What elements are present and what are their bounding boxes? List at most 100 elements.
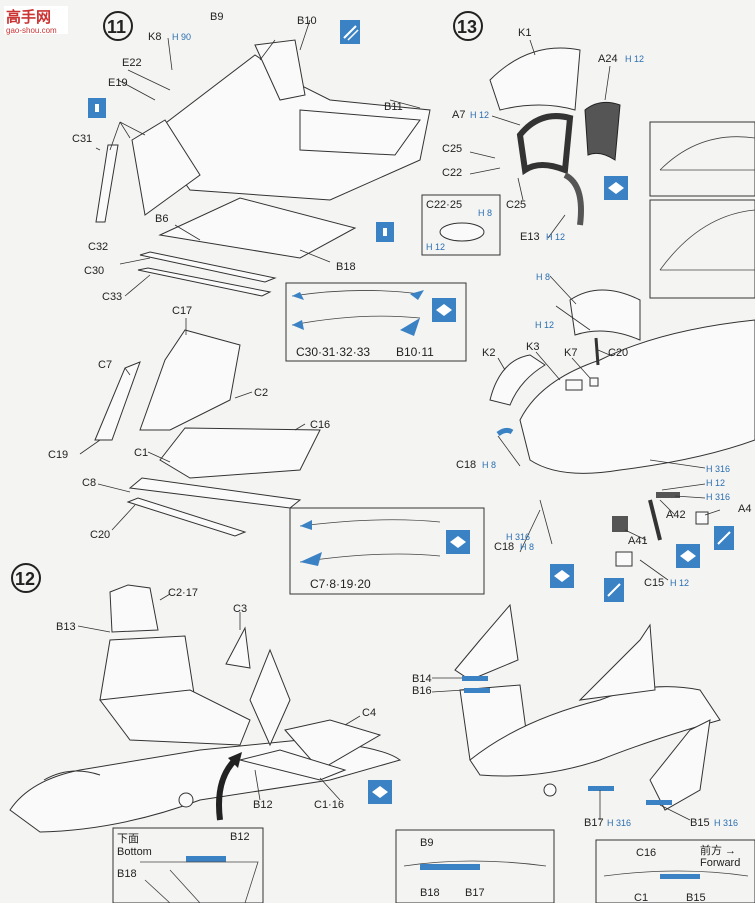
canopy-k1-part xyxy=(489,47,581,111)
swap-arrow-icon xyxy=(446,530,470,554)
caption-b10-11: B10·11 xyxy=(396,345,434,359)
hcode-h8: H 8 xyxy=(536,272,550,282)
hcode-h12: H 12 xyxy=(546,232,565,242)
part-rod xyxy=(594,337,600,366)
glue-icon xyxy=(604,578,624,602)
fin-rear-part xyxy=(249,648,291,747)
label-c22: C22 xyxy=(442,167,462,179)
fuselage-right-part xyxy=(469,686,721,777)
part-b15-blue xyxy=(646,800,672,805)
label-b6: B6 xyxy=(155,213,168,225)
part-a4 xyxy=(695,511,709,525)
part-c3 xyxy=(225,626,251,669)
label-b17: B17 xyxy=(465,887,485,899)
label-c31: C31 xyxy=(72,133,92,145)
canopy-c20-part xyxy=(569,289,641,341)
insert-arrow-icon xyxy=(216,757,238,821)
part-e13 xyxy=(563,172,584,226)
fuselage-front-part xyxy=(519,319,755,474)
label-a41: A41 xyxy=(628,535,648,547)
fin-c2-17-part xyxy=(99,635,196,701)
label-k7: K7 xyxy=(564,347,577,359)
fin-right-rear-part xyxy=(578,623,656,701)
label-c8: C8 xyxy=(82,477,96,489)
part-c18-blue xyxy=(496,427,514,437)
wheel xyxy=(178,792,194,808)
fin-top-part xyxy=(109,584,159,633)
watermark-url: gao-shou.com xyxy=(6,26,57,35)
caption-c22-25: C22·25 xyxy=(426,199,462,211)
part-a42-rod xyxy=(648,499,662,541)
swap-arrow-icon xyxy=(676,544,700,568)
label-c20: C20 xyxy=(90,529,110,541)
step-11-circle xyxy=(103,11,133,41)
label-c20: C20 xyxy=(608,347,628,359)
label-a7: A7 xyxy=(452,109,465,121)
label-c1: C1 xyxy=(134,447,148,459)
detail-box-tail xyxy=(289,507,485,595)
label-c25: C25 xyxy=(506,199,526,211)
label-b11: B11 xyxy=(384,101,403,113)
label-b9: B9 xyxy=(210,11,223,23)
part-a41a xyxy=(612,516,628,532)
detail-box-b9 xyxy=(395,829,555,903)
cockpit-detail-bottom xyxy=(649,199,755,299)
label-forward-en: Forward xyxy=(700,857,740,869)
label-b14: B14 xyxy=(412,673,432,685)
label-b10: B10 xyxy=(297,15,317,27)
part-c22-25 xyxy=(439,222,485,242)
hcode-h316: H 316 xyxy=(506,532,530,542)
step-13: 13 K1 A24 H 12 A7 H 12 C25 C22 C25 E13 H… xyxy=(421,11,755,602)
swap-arrow-icon xyxy=(550,564,574,588)
label-k1: K1 xyxy=(518,27,531,39)
pin-icon xyxy=(88,98,106,118)
glue-icon xyxy=(714,526,734,550)
rudder-c7-part xyxy=(94,361,141,441)
label-b15: B15 xyxy=(690,817,710,829)
slat-c31-part xyxy=(95,144,119,223)
caption-c7-20: C7·8·19·20 xyxy=(310,577,371,591)
label-a4: A4 xyxy=(738,503,751,515)
hcode-h316: H 316 xyxy=(607,818,631,828)
label-c18: C18 xyxy=(494,541,514,553)
strip-c33-part xyxy=(137,267,272,297)
label-k3: K3 xyxy=(526,341,539,353)
part-small-2 xyxy=(668,492,680,498)
stab-c4-part xyxy=(284,719,382,771)
label-b9: B9 xyxy=(420,837,433,849)
swap-arrow-icon xyxy=(368,780,392,804)
part-b17-blue xyxy=(588,786,614,791)
wing-flap-part xyxy=(299,109,421,156)
hcode-h12: H 12 xyxy=(535,320,554,330)
strip-c8-part xyxy=(128,477,302,509)
label-c16: C16 xyxy=(310,419,330,431)
step-11-number: 11 xyxy=(107,17,126,37)
label-c1: C1 xyxy=(634,892,648,903)
label-b13: B13 xyxy=(56,621,76,633)
hcode-h316: H 316 xyxy=(714,818,738,828)
cockpit-detail-top xyxy=(649,121,755,197)
label-c25: C25 xyxy=(442,143,462,155)
label-b12: B12 xyxy=(253,799,273,811)
wing-left-part xyxy=(99,689,251,746)
part-b12-blue xyxy=(186,856,226,862)
hcode-h316: H 316 xyxy=(706,492,730,502)
hcode-h8: H 8 xyxy=(478,208,492,218)
strip-c30-part xyxy=(139,251,277,283)
glue-icon xyxy=(340,20,360,44)
hcode-h12: H 12 xyxy=(426,242,445,252)
detail-box-forward xyxy=(595,839,755,903)
pin-icon xyxy=(376,222,394,242)
watermark-logo: 高手网 gao-shou.com xyxy=(4,6,68,35)
hcode-h316: H 316 xyxy=(706,464,730,474)
hcode-h12: H 12 xyxy=(470,110,489,120)
label-b18: B18 xyxy=(336,261,356,273)
fin-c17-part xyxy=(139,329,241,431)
part-a41b xyxy=(615,551,633,567)
part-k3 xyxy=(565,379,583,391)
label-a24: A24 xyxy=(598,53,618,65)
label-c32: C32 xyxy=(88,241,108,253)
label-e19: E19 xyxy=(108,77,128,89)
label-k2: K2 xyxy=(482,347,495,359)
